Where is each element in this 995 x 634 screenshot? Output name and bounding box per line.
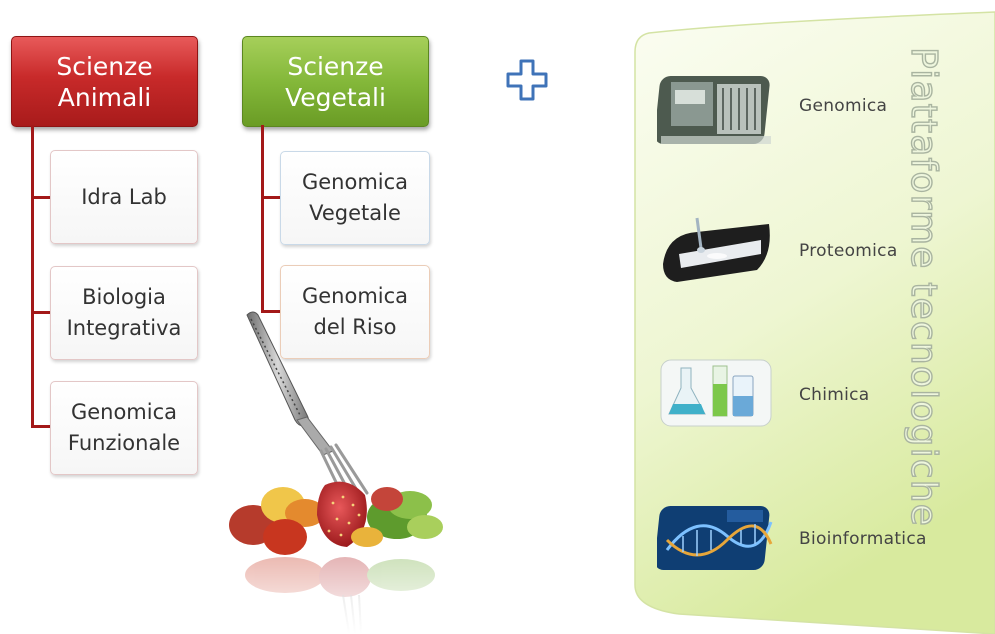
lab-equipment-image	[657, 76, 771, 144]
genomica-vegetale-label: Genomica Vegetale	[301, 170, 409, 225]
genomica-del-riso-box: Genomica del Riso	[280, 265, 430, 359]
flasks-image	[660, 359, 772, 427]
idra-lab-box: Idra Lab	[50, 150, 198, 244]
panel-title: Piattaforme tecnologiche	[902, 46, 944, 528]
biologia-integrativa-label: Biologia Integrativa	[66, 285, 182, 340]
panel-background	[634, 11, 995, 634]
animal-connector-branch	[31, 196, 50, 199]
fork-with-fruit-image	[225, 311, 455, 634]
platform-chimica-label: Chimica	[799, 385, 870, 405]
biologia-integrativa-box: Biologia Integrativa	[50, 266, 198, 360]
plant-connector-branch	[261, 310, 280, 313]
technology-platforms-panel: Genomica Proteomica Chimica Bioinformati…	[627, 0, 995, 634]
pipette-image	[663, 217, 770, 282]
genomica-vegetale-box: Genomica Vegetale	[280, 151, 430, 245]
platform-genomica-label: Genomica	[799, 96, 888, 116]
scienze-vegetali-header: Scienze Vegetali	[242, 36, 429, 127]
scienze-vegetali-title: Scienze Vegetali	[285, 51, 386, 112]
platform-bioinformatica-label: Bioinformatica	[799, 529, 927, 549]
idra-lab-label: Idra Lab	[81, 184, 167, 209]
dna-image	[657, 506, 773, 570]
scienze-animali-title: Scienze Animali	[56, 51, 153, 112]
genomica-del-riso-label: Genomica del Riso	[301, 284, 409, 339]
genomica-funzionale-box: Genomica Funzionale	[50, 381, 198, 475]
platform-proteomica-label: Proteomica	[799, 241, 898, 261]
genomica-funzionale-label: Genomica Funzionale	[67, 400, 181, 455]
scienze-animali-header: Scienze Animali	[11, 36, 198, 127]
plus-icon	[506, 59, 548, 101]
animal-connector-branch	[31, 425, 50, 428]
animal-connector-vertical	[31, 125, 34, 427]
plant-connector-vertical	[261, 125, 264, 313]
plant-connector-branch	[261, 196, 280, 199]
animal-connector-branch	[31, 311, 50, 314]
